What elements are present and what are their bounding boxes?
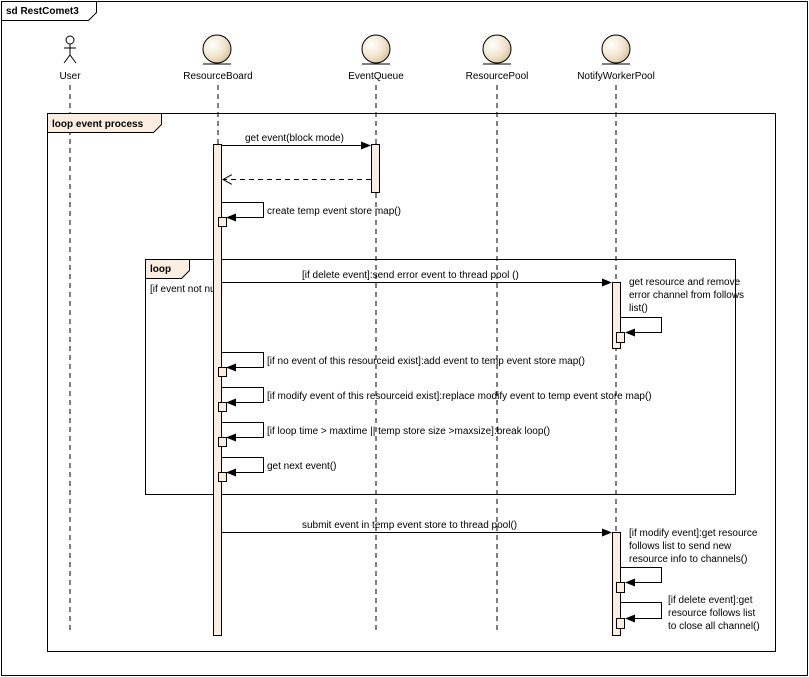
message-label-remove-line-1: get resource and remove: [629, 277, 741, 288]
message-submit-event[interactable]: submit event in temp event store to thre…: [222, 520, 612, 537]
message-label-remove-line-3: list(): [629, 303, 648, 314]
lifeline-label-resourceboard: ResourceBoard: [183, 71, 252, 82]
message-label-delete-line-3: to close all channel(): [668, 621, 760, 632]
lifeline-label-eventqueue: EventQueue: [348, 71, 404, 82]
message-remove-error-channel[interactable]: get resource and remove error channel fr…: [616, 277, 745, 343]
message-next-event[interactable]: get next event(): [218, 457, 337, 482]
lifeline-label-user: User: [59, 71, 81, 82]
lifeline-resourcepool[interactable]: ResourcePool: [466, 34, 529, 632]
lifeline-label-notifyworkerpool: NotifyWorkerPool: [577, 71, 655, 82]
activation-resourceboard: [213, 144, 222, 636]
message-label-delete-line-1: [if delete event]:get: [668, 595, 753, 606]
message-delete-notify[interactable]: [if delete event]:get resource follows l…: [616, 595, 760, 632]
lifeline-label-resourcepool: ResourcePool: [466, 71, 529, 82]
message-label-create-map: create temp event store map(): [267, 206, 401, 217]
message-label-break-loop: [if loop time > maxtime || temp store si…: [267, 426, 550, 437]
message-send-error-event[interactable]: [if delete event]:send error event to th…: [222, 270, 612, 287]
message-break-loop[interactable]: [if loop time > maxtime || temp store si…: [218, 422, 551, 447]
message-label-add-event: [if no event of this resourceid exist]:a…: [267, 356, 585, 367]
entity-icon: [202, 34, 232, 65]
message-add-event[interactable]: [if no event of this resourceid exist]:a…: [218, 352, 585, 377]
message-replace-event[interactable]: [if modify event of this resourceid exis…: [218, 387, 652, 412]
inner-loop-label: loop: [150, 264, 171, 275]
inner-loop-fragment: loop [if event not null]: [145, 259, 736, 495]
activation-eventqueue: [371, 144, 380, 193]
outer-loop-fragment: loop event process: [47, 113, 776, 652]
inner-loop-guard: [if event not null]: [150, 284, 223, 295]
entity-icon: [601, 34, 631, 65]
message-create-map[interactable]: create temp event store map(): [218, 202, 401, 227]
diagram-title: sd RestComet3: [6, 6, 79, 17]
message-label-modify-line-2: follows list to send new: [629, 541, 732, 552]
message-label-modify-line-1: [if modify event]:get resource: [629, 528, 758, 539]
message-modify-notify[interactable]: [if modify event]:get resource follows l…: [616, 528, 758, 593]
message-label-delete-line-2: resource follows list: [668, 608, 755, 619]
message-label-next-event: get next event(): [267, 461, 336, 472]
message-label-modify-line-3: resource info to channels(): [629, 554, 747, 565]
entity-icon: [361, 34, 391, 65]
message-label-remove-line-2: error channel from follows: [629, 290, 744, 301]
lifeline-user[interactable]: User: [59, 35, 81, 632]
activation-notifyworkerpool-error: [612, 282, 621, 349]
lifeline-notifyworkerpool[interactable]: NotifyWorkerPool: [577, 34, 655, 632]
message-label-submit-event: submit event in temp event store to thre…: [302, 520, 517, 531]
message-get-event[interactable]: get event(block mode): [222, 133, 371, 150]
message-label-get-event: get event(block mode): [245, 133, 344, 144]
message-label-replace-event: [if modify event of this resourceid exis…: [267, 391, 652, 402]
outer-loop-label: loop event process: [52, 119, 144, 130]
message-label-send-error-event: [if delete event]:send error event to th…: [302, 270, 519, 281]
lifeline-eventqueue[interactable]: EventQueue: [348, 34, 404, 632]
actor-icon: [63, 35, 77, 64]
entity-icon: [482, 34, 512, 65]
